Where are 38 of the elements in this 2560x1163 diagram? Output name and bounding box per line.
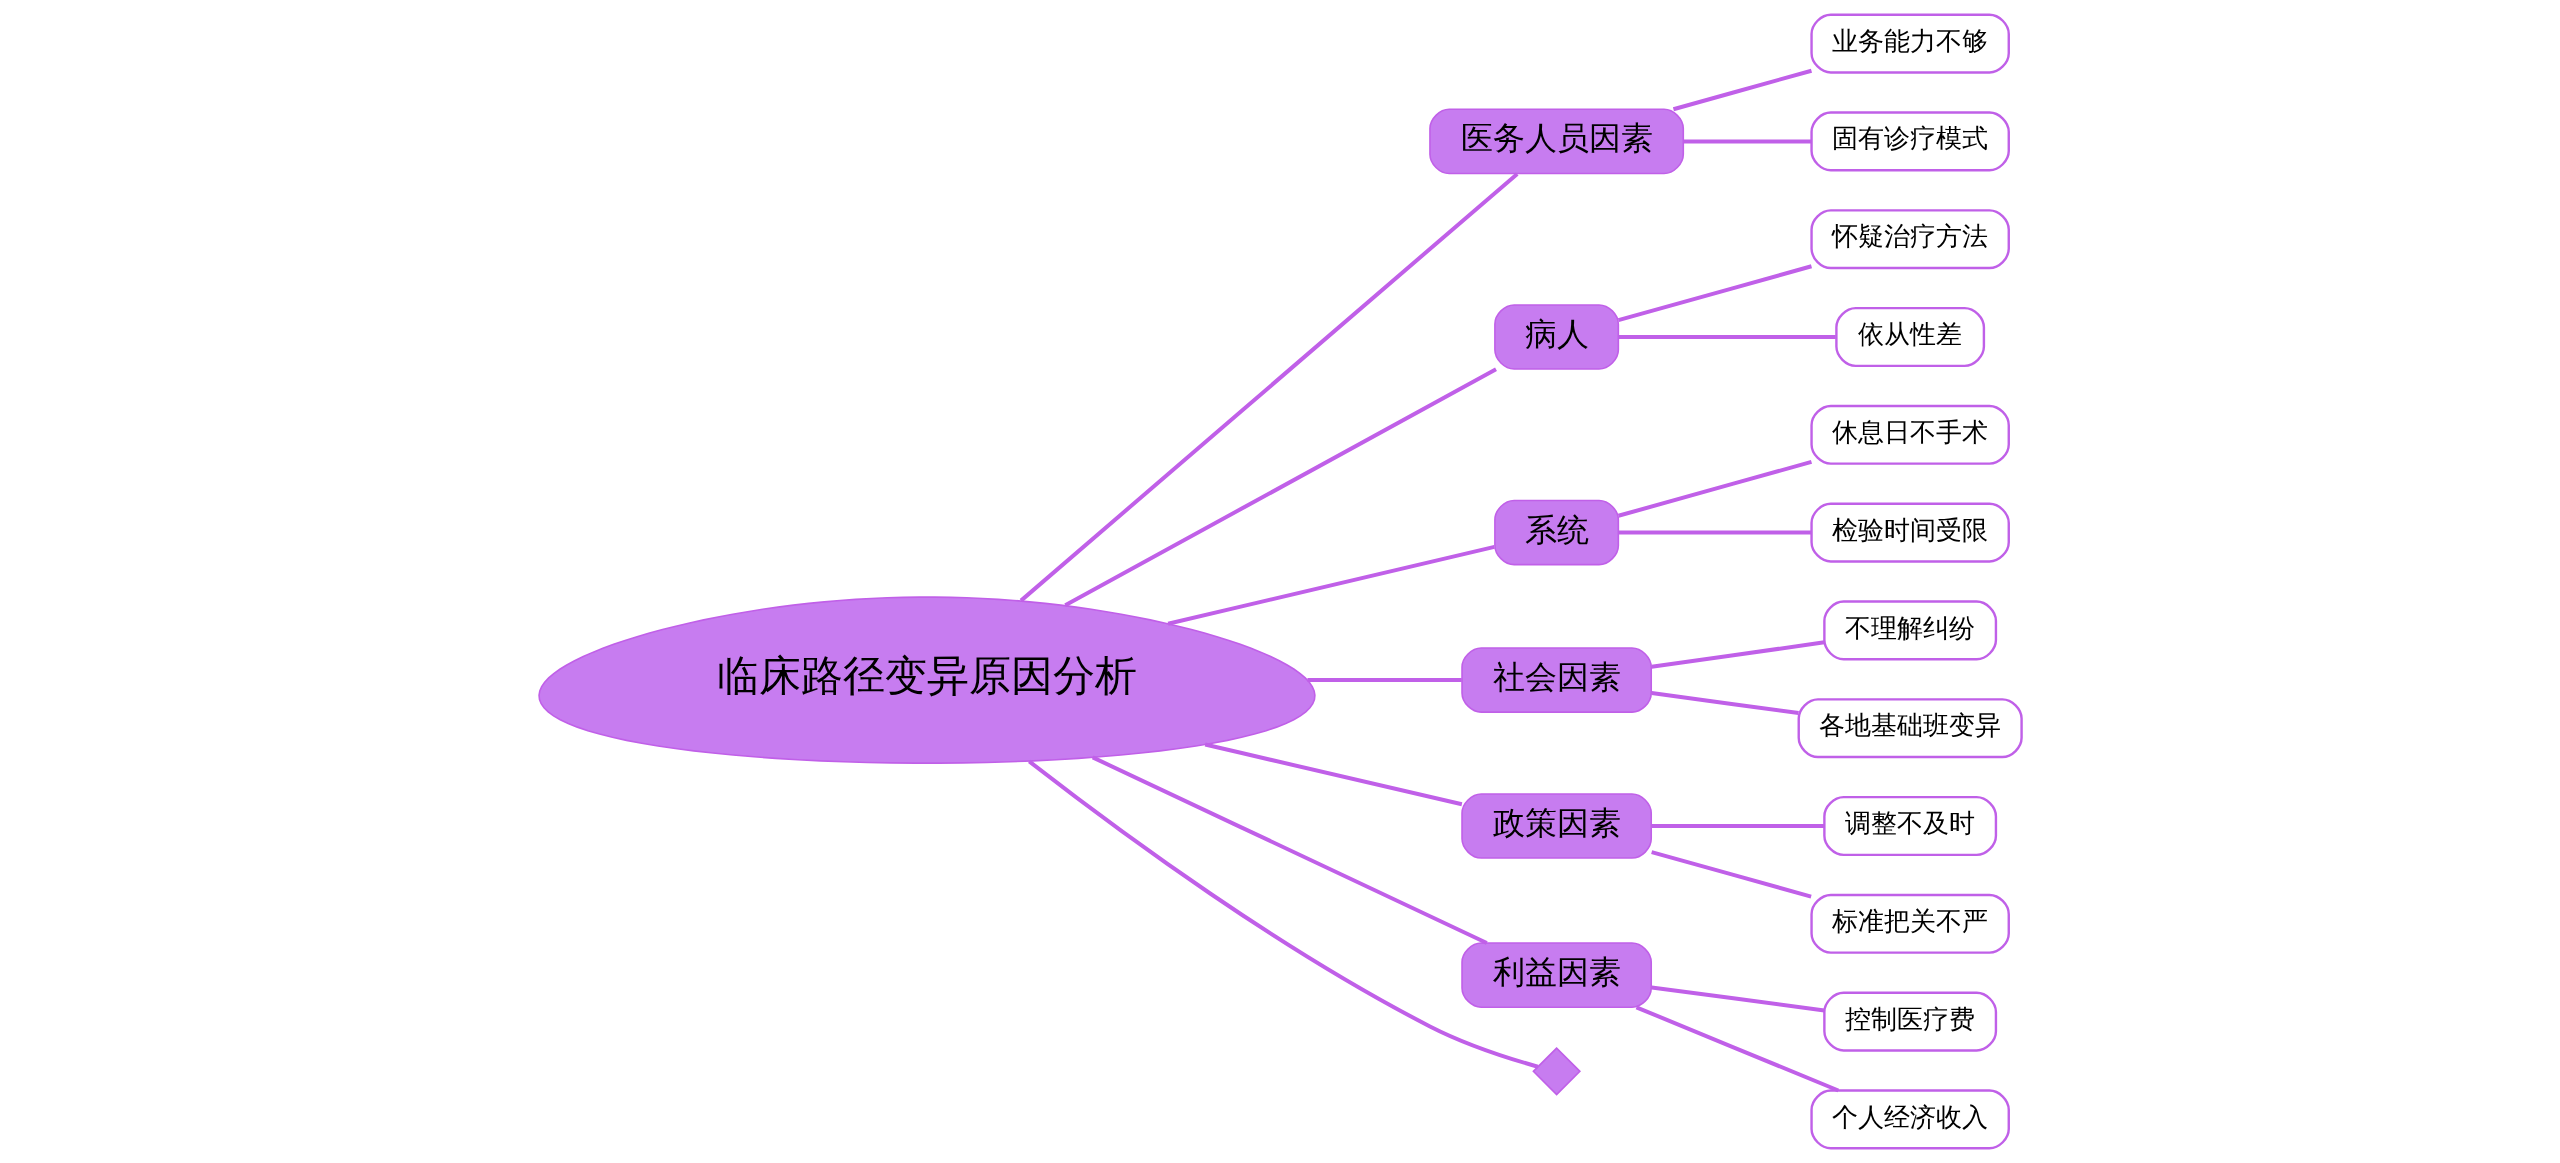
node-box: 系统 [1493,499,1619,566]
node-box: 休息日不手术 [1809,404,2010,465]
node-box: 怀疑治疗方法 [1809,209,2010,270]
node-diamond [1531,1046,1581,1096]
node-box: 不理解纠纷 [1822,600,1997,661]
node-box: 个人经济收入 [1809,1089,2010,1150]
node-box: 调整不及时 [1822,795,1997,857]
connector [1651,824,1824,828]
node-box: 控制医疗费 [1822,991,1997,1052]
node-box: 各地基础班变异 [1797,698,2023,759]
node-box: 政策因素 [1460,793,1652,859]
node-box: 依从性差 [1834,306,1985,368]
connector [1617,459,1812,518]
connector [1635,1005,1839,1093]
node-box: 固有诊疗模式 [1809,111,2010,172]
connector [1204,742,1462,807]
connector [1063,367,1497,607]
connector [1617,335,1836,339]
node-box: 医务人员因素 [1428,108,1684,175]
connector [1617,530,1811,535]
node-box: 社会因素 [1460,647,1652,713]
connector [1683,139,1811,144]
connector [1617,264,1812,323]
node-box: 病人 [1493,304,1619,370]
connector [1306,678,1462,683]
connector [1650,690,1799,716]
connector [1650,985,1825,1013]
connector [1091,755,1488,945]
connector [1650,640,1825,669]
node-box: 检验时间受限 [1809,502,2010,563]
node-box: 标准把关不严 [1809,893,2010,954]
connector [1672,68,1812,112]
node-box: 利益因素 [1460,942,1652,1008]
connector [1027,759,1538,1069]
node-box: 业务能力不够 [1809,13,2010,74]
connector [1650,850,1812,899]
connector [1019,172,1518,603]
connector [1167,544,1495,626]
